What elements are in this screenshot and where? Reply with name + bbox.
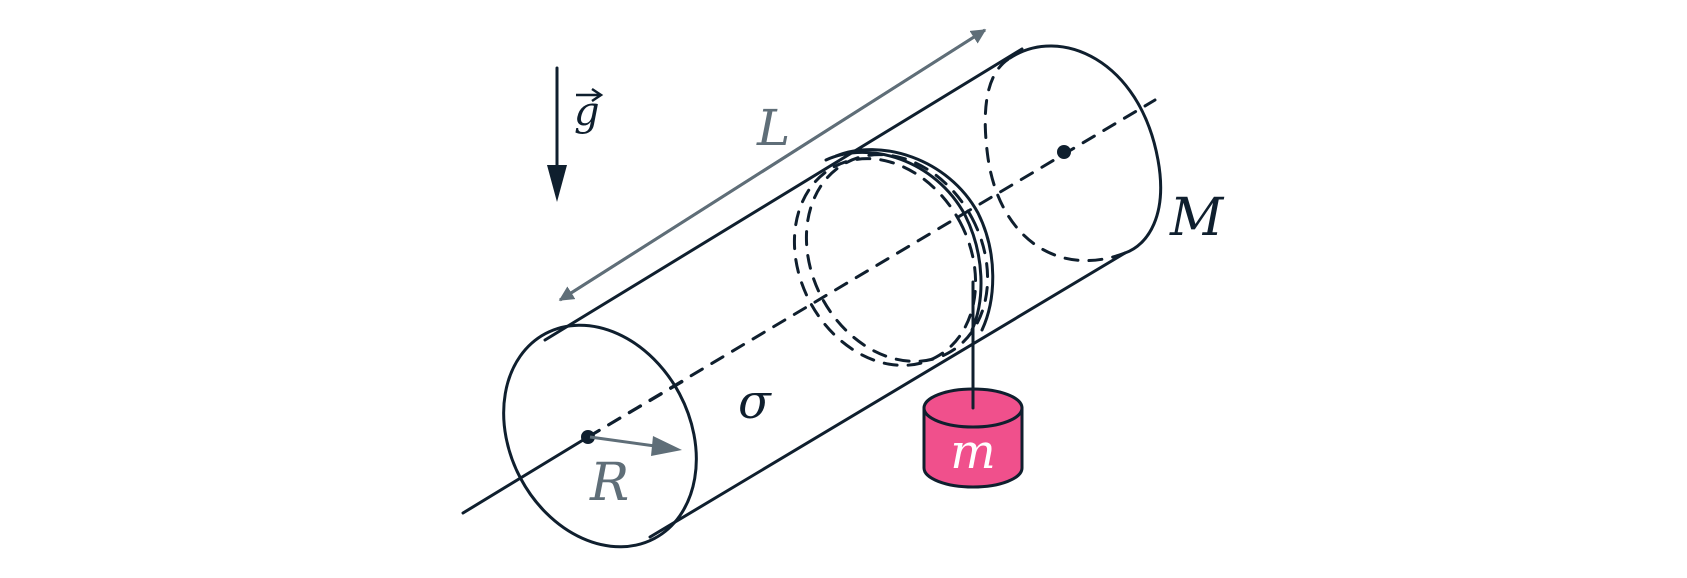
hanging-mass-label: m [950,424,996,480]
cylinder-bottom-edge [648,251,1127,539]
length-label: L [756,99,790,157]
front-face-center [581,430,595,444]
back-face-hidden-edge [983,56,1127,263]
length-dimension-arrow [558,28,987,302]
pulley-rim-visible [824,151,983,332]
back-face-center [1057,145,1071,159]
cylinder-top-edge [543,47,1024,342]
pulley-rim-outer-visible [834,148,995,332]
pulley-rim-front-hidden [804,153,990,363]
gravity-symbol: g [574,89,600,135]
radius-label: R [589,453,629,513]
gravity-arrow [547,66,567,202]
density-label: σ [738,374,772,430]
axis-front-segment [461,435,590,515]
cylinder [461,44,1163,549]
pulley-rim-back-hidden [792,157,978,367]
front-face [502,323,698,549]
gravity-label: g [574,87,604,135]
back-face-visible-edge [1008,44,1163,255]
axis-front-face-segment [586,378,687,439]
radius-arrow [589,435,682,456]
cylinder-mass-label: M [1169,188,1225,248]
hanging-weight: m [922,387,1024,489]
